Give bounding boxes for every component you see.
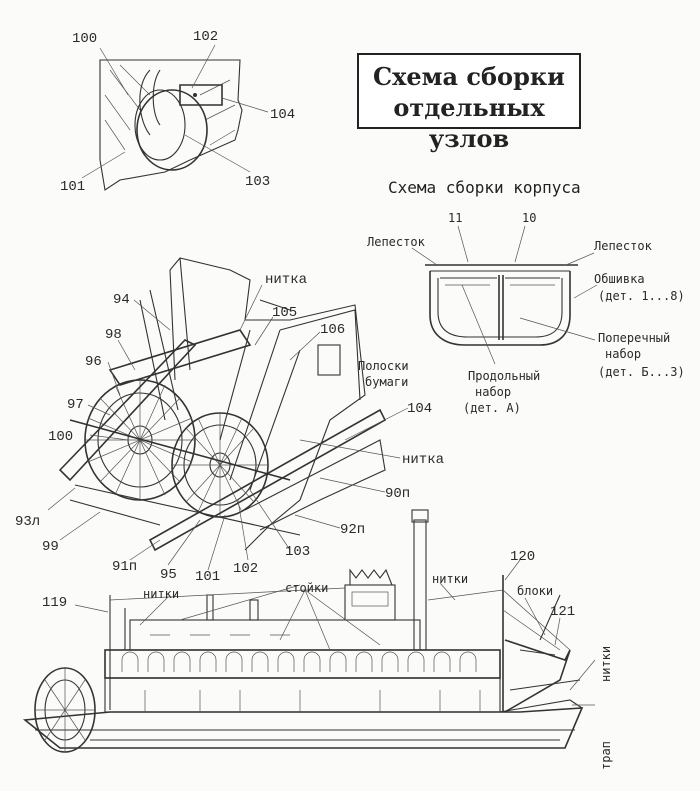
paddle-wheel-assembly bbox=[58, 257, 387, 552]
label-transverse-2: набор bbox=[605, 347, 641, 361]
label-100b: 100 bbox=[48, 429, 73, 445]
label-petal-right: Лепесток bbox=[594, 239, 653, 253]
scheme-title-line1: Схема сборки bbox=[373, 62, 565, 91]
label-threads-right: нитки bbox=[599, 646, 613, 682]
label-106: 106 bbox=[320, 322, 345, 338]
label-104: 104 bbox=[270, 107, 295, 123]
label-101: 101 bbox=[60, 179, 85, 195]
window-arches bbox=[121, 651, 477, 672]
label-91p: 91п bbox=[112, 559, 137, 575]
label-paper-strips: Полоски bbox=[358, 359, 409, 373]
label-10: 10 bbox=[522, 211, 536, 225]
scheme-title-box: Схема сборки отдельных узлов bbox=[357, 53, 581, 153]
label-119: 119 bbox=[42, 595, 67, 611]
label-transverse: Поперечный bbox=[598, 331, 670, 345]
label-blocks: блоки bbox=[517, 584, 553, 598]
label-longitudinal-2: набор bbox=[475, 385, 511, 399]
label-102: 102 bbox=[193, 29, 218, 45]
label-105: 105 bbox=[272, 305, 297, 321]
label-102b: 102 bbox=[233, 561, 258, 577]
label-100: 100 bbox=[72, 31, 97, 47]
label-longitudinal: Продольный bbox=[468, 369, 540, 383]
label-threads-mid: нитки bbox=[432, 572, 468, 586]
label-121: 121 bbox=[550, 604, 575, 620]
boat-leader-lines bbox=[74, 559, 596, 706]
label-petal-left: Лепесток bbox=[367, 235, 426, 249]
label-sheathing-det: (дет. 1...8) bbox=[598, 289, 685, 303]
hull-scheme-title: Схема сборки корпуса bbox=[388, 178, 581, 197]
label-103: 103 bbox=[245, 174, 270, 190]
label-gangway: трап bbox=[599, 741, 613, 770]
label-104b: 104 bbox=[407, 401, 432, 417]
detail-leader-lines bbox=[81, 44, 269, 179]
label-posts: стойки bbox=[285, 581, 328, 595]
hull-cross-section bbox=[425, 264, 578, 346]
label-93l: 93л bbox=[15, 514, 40, 530]
label-thread-top: нитка bbox=[265, 272, 307, 288]
label-99: 99 bbox=[42, 539, 59, 555]
label-11: 11 bbox=[448, 211, 462, 225]
hull-leader-lines bbox=[411, 225, 598, 365]
label-98: 98 bbox=[105, 327, 122, 343]
steamboat-side-view bbox=[22, 509, 584, 753]
detail-wheel-bracket bbox=[99, 59, 243, 191]
label-threads-left: нитки bbox=[143, 587, 179, 601]
label-97: 97 bbox=[67, 397, 84, 413]
label-longitudinal-det: (дет. А) bbox=[463, 401, 521, 415]
label-92p: 92п bbox=[340, 522, 365, 538]
label-94: 94 bbox=[113, 292, 130, 308]
scheme-title-line2: отдельных узлов bbox=[393, 93, 545, 153]
wheel-leader-lines bbox=[47, 284, 409, 571]
label-thread-mid: нитка bbox=[402, 452, 444, 468]
label-96: 96 bbox=[85, 354, 102, 370]
label-paper-strips-2: бумаги bbox=[365, 375, 408, 389]
label-101b: 101 bbox=[195, 569, 220, 585]
label-transverse-det: (дет. Б...3) bbox=[598, 365, 685, 379]
label-95: 95 bbox=[160, 567, 177, 583]
label-sheathing: Обшивка bbox=[594, 272, 645, 286]
label-103b: 103 bbox=[285, 544, 310, 560]
label-120: 120 bbox=[510, 549, 535, 565]
label-90p: 90п bbox=[385, 486, 410, 502]
